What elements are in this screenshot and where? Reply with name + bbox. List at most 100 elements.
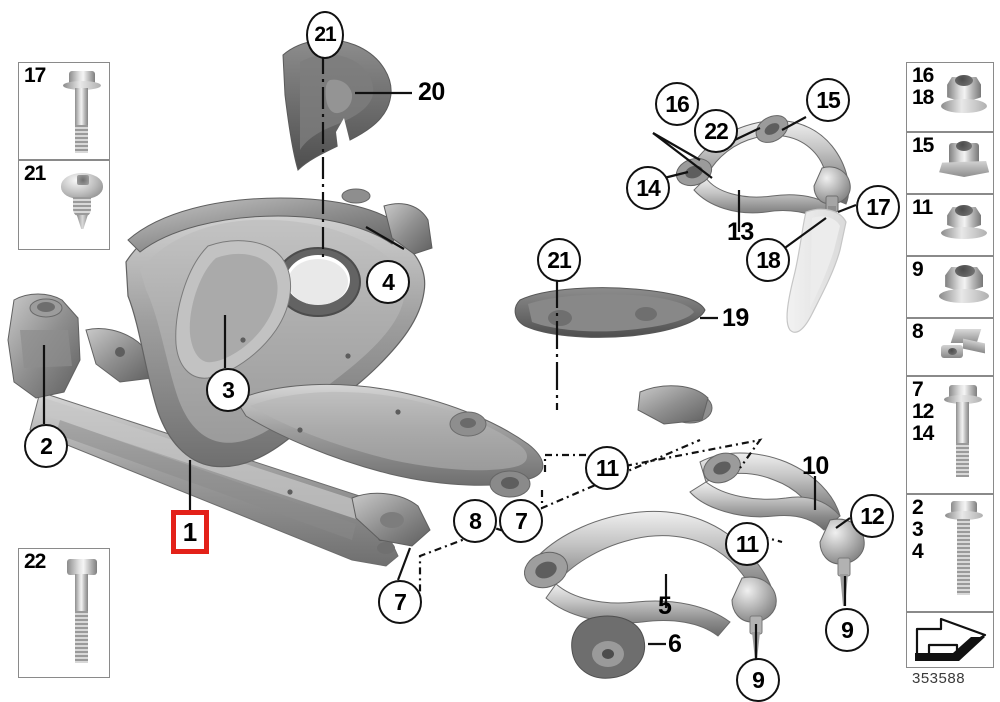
hex-flange-nut-large-icon bbox=[939, 257, 990, 317]
part-box-2-3-4[interactable]: 2 3 4 bbox=[906, 494, 994, 612]
callout-3[interactable]: 3 bbox=[206, 368, 250, 412]
part-number: 18 bbox=[912, 86, 934, 109]
part-box-16-18[interactable]: 16 18 bbox=[906, 62, 994, 132]
part-number: 12 bbox=[912, 400, 934, 423]
part-box-11-numbers: 11 bbox=[912, 197, 933, 218]
callout-label: 11 bbox=[735, 530, 759, 557]
part-box-16-18-numbers: 16 18 bbox=[912, 64, 934, 109]
part-number: 21 bbox=[24, 162, 46, 185]
part-number: 22 bbox=[24, 550, 46, 573]
part-box-9-numbers: 9 bbox=[912, 258, 924, 281]
callout-1-highlighted[interactable]: 1 bbox=[171, 510, 209, 554]
callout-label: 15 bbox=[816, 86, 841, 113]
part-box-22-numbers: 22 bbox=[24, 550, 46, 573]
underbody-shield-left bbox=[282, 39, 392, 171]
callout-19[interactable]: 19 bbox=[722, 304, 749, 333]
callout-6[interactable]: 6 bbox=[668, 630, 682, 659]
callout-label: 2 bbox=[40, 432, 53, 459]
part-number: 8 bbox=[912, 320, 924, 343]
callout-11-upper[interactable]: 11 bbox=[585, 446, 629, 490]
part-box-direction-arrow[interactable] bbox=[906, 612, 994, 668]
callout-label: 9 bbox=[752, 666, 765, 693]
callout-label: 14 bbox=[636, 174, 661, 201]
part-number: 14 bbox=[912, 422, 934, 445]
part-box-8[interactable]: 8 bbox=[906, 318, 994, 376]
callout-7-bottom[interactable]: 7 bbox=[378, 580, 422, 624]
part-box-7-12-14[interactable]: 7 12 14 bbox=[906, 376, 994, 494]
callout-label: 22 bbox=[704, 117, 729, 144]
diagram-number: 353588 bbox=[912, 670, 966, 687]
part-number: 17 bbox=[24, 64, 46, 87]
hex-flange-bolt-icon bbox=[939, 377, 989, 493]
hydro-bushing bbox=[571, 615, 646, 679]
callout-label: 4 bbox=[382, 268, 395, 295]
part-box-15-numbers: 15 bbox=[912, 134, 934, 157]
callout-label: 21 bbox=[547, 246, 572, 273]
front-axle-subframe bbox=[7, 188, 713, 567]
callout-17[interactable]: 17 bbox=[856, 185, 900, 229]
part-box-15[interactable]: 15 bbox=[906, 132, 994, 194]
callout-label: 16 bbox=[665, 90, 690, 117]
part-box-2-3-4-numbers: 2 3 4 bbox=[912, 496, 924, 562]
part-number: 15 bbox=[912, 134, 934, 157]
part-number: 2 bbox=[912, 496, 924, 519]
flange-nut-icon bbox=[939, 63, 989, 131]
callout-label: 13 bbox=[727, 218, 754, 246]
part-number: 7 bbox=[912, 378, 924, 401]
callout-2[interactable]: 2 bbox=[24, 424, 68, 468]
callout-label: 7 bbox=[394, 588, 407, 615]
lower-control-arm bbox=[689, 452, 865, 606]
callout-20[interactable]: 20 bbox=[418, 78, 445, 107]
part-box-22[interactable]: 22 bbox=[18, 548, 110, 678]
callout-12[interactable]: 12 bbox=[850, 494, 894, 538]
part-box-21[interactable]: 21 bbox=[18, 160, 110, 250]
nut-with-bracket-icon bbox=[939, 133, 990, 193]
callout-16[interactable]: 16 bbox=[655, 82, 699, 126]
callout-label: 18 bbox=[756, 246, 781, 273]
callout-22[interactable]: 22 bbox=[694, 109, 738, 153]
callout-7-mid[interactable]: 7 bbox=[499, 499, 543, 543]
callout-label: 11 bbox=[595, 454, 619, 481]
part-number: 16 bbox=[912, 64, 934, 87]
callout-21-mid[interactable]: 21 bbox=[537, 238, 581, 282]
callout-14[interactable]: 14 bbox=[626, 166, 670, 210]
callout-10[interactable]: 10 bbox=[802, 452, 829, 481]
callout-label: 19 bbox=[722, 304, 749, 332]
callout-13[interactable]: 13 bbox=[727, 218, 754, 247]
direction-arrow-icon bbox=[915, 617, 987, 661]
callout-label: 9 bbox=[841, 616, 854, 643]
callout-label: 20 bbox=[418, 78, 445, 106]
callout-15[interactable]: 15 bbox=[806, 78, 850, 122]
callout-label: 6 bbox=[668, 630, 682, 658]
hex-flange-nut-icon bbox=[939, 195, 989, 255]
callout-4[interactable]: 4 bbox=[366, 260, 410, 304]
hex-flange-bolt-threaded-icon bbox=[939, 495, 989, 611]
callout-18[interactable]: 18 bbox=[746, 238, 790, 282]
part-box-8-numbers: 8 bbox=[912, 320, 924, 343]
callout-label: 17 bbox=[866, 193, 891, 220]
hex-bolt-long-icon bbox=[53, 549, 105, 677]
underbody-shield-right bbox=[514, 287, 706, 338]
cable-clamp-bracket-icon bbox=[939, 319, 989, 375]
part-box-7-12-14-numbers: 7 12 14 bbox=[912, 378, 934, 445]
callout-21-top[interactable]: 21 bbox=[306, 11, 344, 59]
callout-label: 8 bbox=[469, 507, 482, 534]
steering-knuckle bbox=[786, 208, 847, 333]
callout-label: 21 bbox=[314, 23, 336, 46]
callout-label: 1 bbox=[182, 516, 198, 547]
part-number: 3 bbox=[912, 518, 924, 541]
hex-flange-bolt-long-icon bbox=[53, 63, 105, 159]
callout-9-left[interactable]: 9 bbox=[736, 658, 780, 702]
part-box-17[interactable]: 17 bbox=[18, 62, 110, 160]
callout-11-lower[interactable]: 11 bbox=[725, 522, 769, 566]
callout-9-right[interactable]: 9 bbox=[825, 608, 869, 652]
callout-8[interactable]: 8 bbox=[453, 499, 497, 543]
part-box-9[interactable]: 9 bbox=[906, 256, 994, 318]
part-number: 9 bbox=[912, 258, 924, 281]
part-box-11[interactable]: 11 bbox=[906, 194, 994, 256]
callout-5[interactable]: 5 bbox=[658, 592, 672, 621]
callout-label: 5 bbox=[658, 592, 672, 620]
callout-label: 10 bbox=[802, 452, 829, 480]
